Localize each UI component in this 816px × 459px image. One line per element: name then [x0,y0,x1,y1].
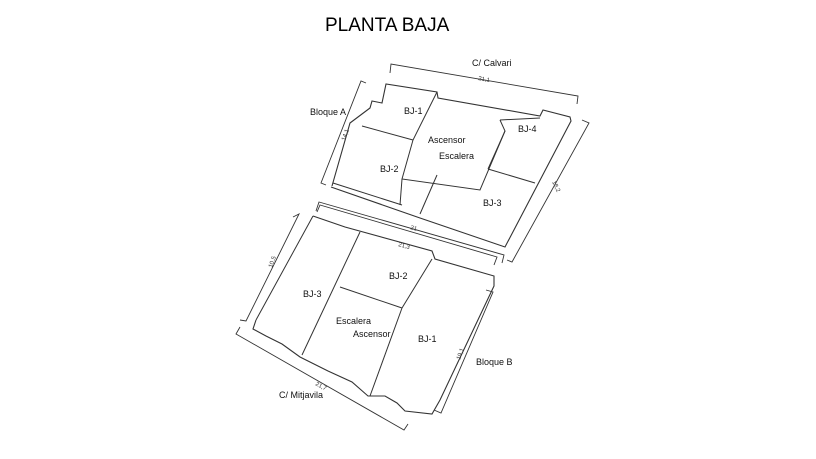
bloque-b-dim-right-value: 19,1 [456,347,466,361]
bloque-a-wall [419,174,438,215]
bloque-a-dim-bottom [315,201,505,264]
bloque-a-core-outline [401,91,506,191]
bloque-a-wall [332,182,403,206]
bloque-a-unit-bj2: BJ-2 [380,164,399,174]
bloque-a-ascensor-label: Ascensor [428,135,466,145]
bloque-a-unit-bj1: BJ-1 [404,106,423,116]
bloque-b-escalera-label: Escalera [336,316,371,326]
bloque-a-wall [499,117,541,121]
bloque-b-ascensor-label: Ascensor [353,329,391,339]
bloque-b-dim-left-value: 10,5 [268,255,278,269]
bloque-b-unit-bj2: BJ-2 [389,271,408,281]
bloque-b-dim-top [316,204,498,266]
bloque-b-wall [401,258,433,309]
bloque-b-label: Bloque B [476,357,513,367]
bloque-a-unit-bj4: BJ-4 [518,124,537,134]
bloque-b-outline [252,215,495,415]
bloque-a-dim-bottom-value: 21 [409,225,418,233]
bloque-b-unit-bj1: BJ-1 [418,334,437,344]
bloque-a-wall [487,168,536,184]
bloque-b-wall [339,286,403,309]
street-top-label: C/ Calvari [472,58,512,68]
bloque-b-wall [301,231,361,356]
street-bottom-label: C/ Mitjavila [279,390,323,400]
bloque-a-wall [399,178,403,206]
bloque-a-dim-right-value: 18,2 [550,180,561,194]
bloque-a-dim-top-value: 21,1 [478,76,491,84]
bloque-b-wall [369,307,403,397]
bloque-a: Bloque A BJ-1 BJ-2 BJ-3 BJ-4 Ascensor Es… [310,63,590,264]
bloque-a-wall [487,130,506,170]
bloque-b-dim-bottom-value: 21,7 [314,381,328,392]
bloque-a-dim-top [389,63,579,105]
bloque-b-dim-left [239,212,300,322]
bloque-a-dim-left [320,80,367,186]
bloque-b-dim-bottom [235,326,409,431]
bloque-a-dim-right [506,119,590,263]
bloque-b-dim-right [433,289,494,414]
bloque-b-dim-top-value: 21,3 [397,242,411,251]
bloque-b-unit-bj3: BJ-3 [303,289,322,299]
bloque-a-label: Bloque A [310,107,346,117]
bloque-b: Bloque B BJ-1 BJ-2 BJ-3 Escalera Ascenso… [235,204,513,431]
bloque-b-wall [255,215,314,321]
bloque-a-dim-left-value: 14,1 [341,128,351,142]
bloque-a-wall [361,125,414,141]
bloque-a-escalera-label: Escalera [439,151,474,161]
plan-title: PLANTA BAJA [325,15,450,36]
bloque-a-unit-bj3: BJ-3 [483,198,502,208]
bloque-a-outline [330,83,572,248]
